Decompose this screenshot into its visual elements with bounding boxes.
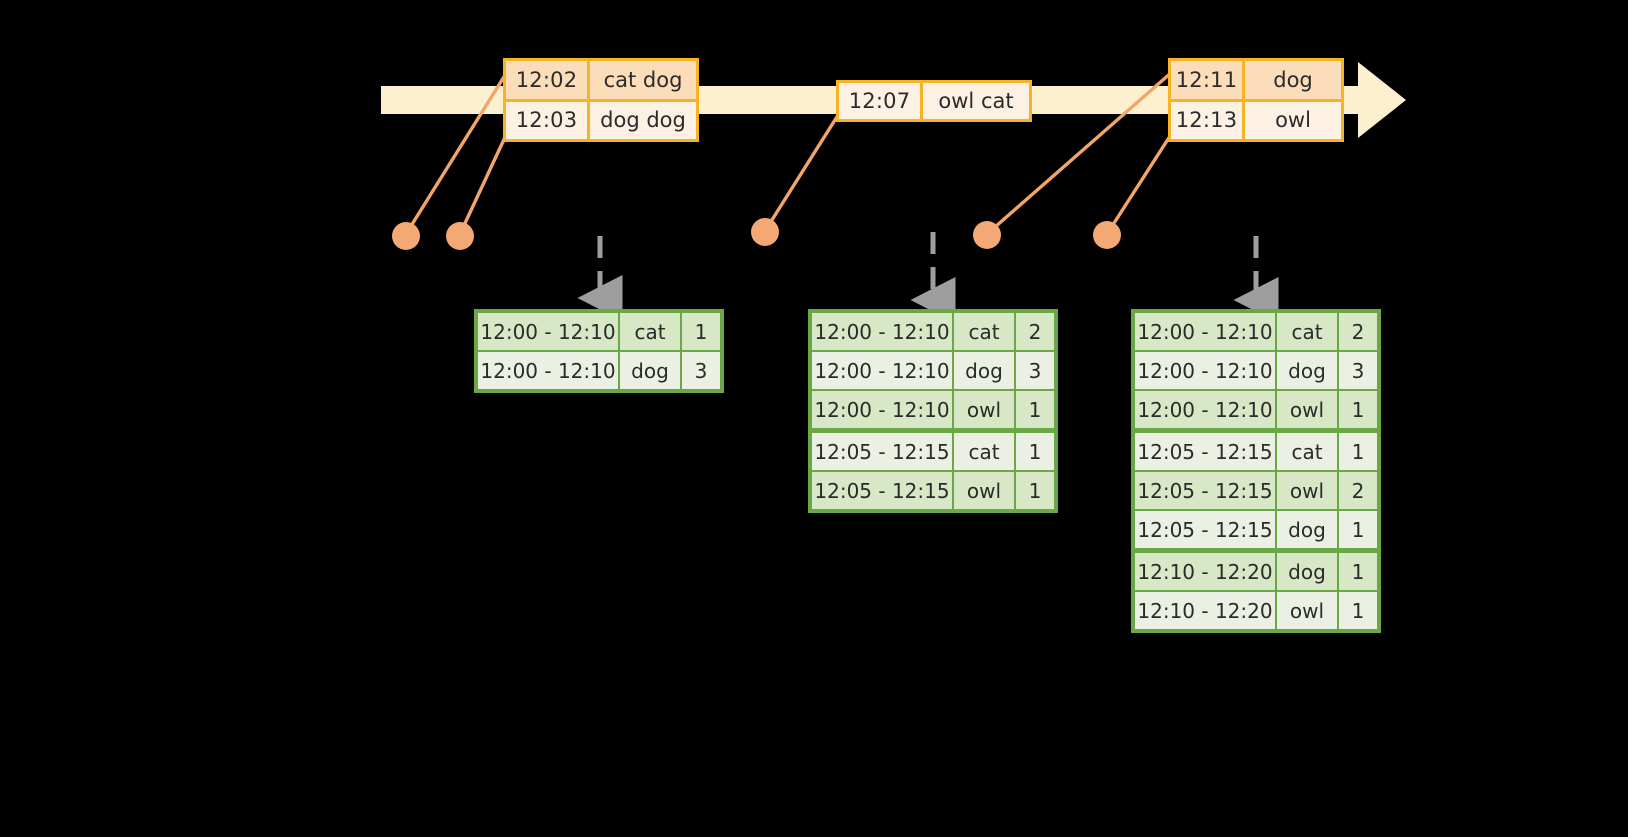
cell-count: 1 — [1339, 433, 1377, 470]
cell-window: 12:05 - 12:15 — [812, 433, 952, 470]
event-row[interactable]: 12:03 dog dog — [506, 98, 696, 139]
event-row[interactable]: 12:11 dog — [1171, 61, 1341, 99]
table-row[interactable]: 12:05 - 12:15 dog 1 — [1135, 511, 1377, 548]
cell-window: 12:00 - 12:10 — [812, 352, 952, 389]
event-group-3[interactable]: 12:11 dog 12:13 owl — [1168, 58, 1344, 142]
cell-window: 12:00 - 12:10 — [1135, 391, 1275, 428]
table-row[interactable]: 12:05 - 12:15 cat 1 — [812, 433, 1054, 470]
cell-count: 1 — [1339, 511, 1377, 548]
cell-count: 1 — [1016, 391, 1054, 428]
event-words: dog dog — [600, 108, 686, 133]
table-row[interactable]: 12:05 - 12:15 owl 1 — [812, 472, 1054, 509]
event-group-2[interactable]: 12:07 owl cat — [836, 80, 1032, 122]
event-dot-2 — [446, 222, 474, 250]
cell-word: dog — [620, 352, 680, 389]
event-row[interactable]: 12:07 owl cat — [839, 83, 1029, 119]
cell-count: 3 — [682, 352, 720, 389]
cell-count: 1 — [1339, 553, 1377, 590]
event-dot-1 — [392, 222, 420, 250]
cell-count: 1 — [1016, 433, 1054, 470]
cell-word: owl — [954, 391, 1014, 428]
event-dots — [392, 218, 1121, 250]
table-row[interactable]: 12:00 - 12:10 dog 3 — [1135, 352, 1377, 389]
table-row[interactable]: 12:00 - 12:10 dog 3 — [478, 352, 720, 389]
cell-word: cat — [1277, 313, 1337, 350]
cell-word: owl — [1277, 592, 1337, 629]
cell-count: 1 — [1339, 592, 1377, 629]
cell-word: cat — [620, 313, 680, 350]
cell-window: 12:05 - 12:15 — [1135, 433, 1275, 470]
cell-word: dog — [1277, 352, 1337, 389]
event-dot-3 — [751, 218, 779, 246]
event-dot-5 — [1093, 221, 1121, 249]
event-time: 12:03 — [506, 101, 590, 139]
cell-word: dog — [1277, 553, 1337, 590]
event-words: owl — [1275, 108, 1311, 133]
event-time: 12:07 — [839, 83, 923, 119]
event-row[interactable]: 12:02 cat dog — [506, 61, 696, 99]
table-row[interactable]: 12:05 - 12:15 owl 2 — [1135, 472, 1377, 509]
cell-word: dog — [1277, 511, 1337, 548]
event-words: owl cat — [938, 89, 1014, 113]
cell-window: 12:00 - 12:10 — [1135, 313, 1275, 350]
cell-word: cat — [954, 433, 1014, 470]
cell-count: 2 — [1339, 313, 1377, 350]
cell-window: 12:05 - 12:15 — [812, 472, 952, 509]
cell-count: 1 — [1016, 472, 1054, 509]
cell-word: cat — [1277, 433, 1337, 470]
cell-word: owl — [1277, 391, 1337, 428]
cell-word: dog — [954, 352, 1014, 389]
result-table-2[interactable]: 12:00 - 12:10 cat 2 12:00 - 12:10 dog 3 … — [808, 309, 1058, 513]
table-row[interactable]: 12:00 - 12:10 dog 3 — [812, 352, 1054, 389]
event-words: dog — [1273, 67, 1313, 92]
event-row[interactable]: 12:13 owl — [1171, 98, 1341, 139]
cell-window: 12:10 - 12:20 — [1135, 553, 1275, 590]
table-row[interactable]: 12:00 - 12:10 owl 1 — [1135, 391, 1377, 428]
cell-word: owl — [1277, 472, 1337, 509]
cell-window: 12:00 - 12:10 — [812, 313, 952, 350]
event-dot-4 — [973, 221, 1001, 249]
event-words: cat dog — [603, 67, 683, 92]
event-time: 12:11 — [1171, 61, 1245, 99]
table-row[interactable]: 12:00 - 12:10 cat 2 — [812, 313, 1054, 350]
table-row[interactable]: 12:00 - 12:10 cat 1 — [478, 313, 720, 350]
table-row[interactable]: 12:00 - 12:10 owl 1 — [812, 391, 1054, 428]
cell-window: 12:05 - 12:15 — [1135, 511, 1275, 548]
table-row[interactable]: 12:00 - 12:10 cat 2 — [1135, 313, 1377, 350]
cell-word: cat — [954, 313, 1014, 350]
event-group-1[interactable]: 12:02 cat dog 12:03 dog dog — [503, 58, 699, 142]
cell-count: 1 — [1339, 391, 1377, 428]
cell-count: 1 — [682, 313, 720, 350]
cell-window: 12:05 - 12:15 — [1135, 472, 1275, 509]
event-time: 12:13 — [1171, 101, 1245, 139]
cell-window: 12:00 - 12:10 — [478, 313, 618, 350]
cell-window: 12:00 - 12:10 — [1135, 352, 1275, 389]
cell-count: 2 — [1339, 472, 1377, 509]
cell-count: 3 — [1016, 352, 1054, 389]
cell-window: 12:10 - 12:20 — [1135, 592, 1275, 629]
event-time: 12:02 — [506, 61, 590, 99]
table-row[interactable]: 12:10 - 12:20 dog 1 — [1135, 553, 1377, 590]
cell-window: 12:00 - 12:10 — [478, 352, 618, 389]
table-row[interactable]: 12:10 - 12:20 owl 1 — [1135, 592, 1377, 629]
cell-word: owl — [954, 472, 1014, 509]
emit-arrows — [577, 232, 1279, 324]
result-table-1[interactable]: 12:00 - 12:10 cat 1 12:00 - 12:10 dog 3 — [474, 309, 724, 393]
cell-window: 12:00 - 12:10 — [812, 391, 952, 428]
cell-count: 3 — [1339, 352, 1377, 389]
table-row[interactable]: 12:05 - 12:15 cat 1 — [1135, 433, 1377, 470]
result-table-3[interactable]: 12:00 - 12:10 cat 2 12:00 - 12:10 dog 3 … — [1131, 309, 1381, 633]
cell-count: 2 — [1016, 313, 1054, 350]
